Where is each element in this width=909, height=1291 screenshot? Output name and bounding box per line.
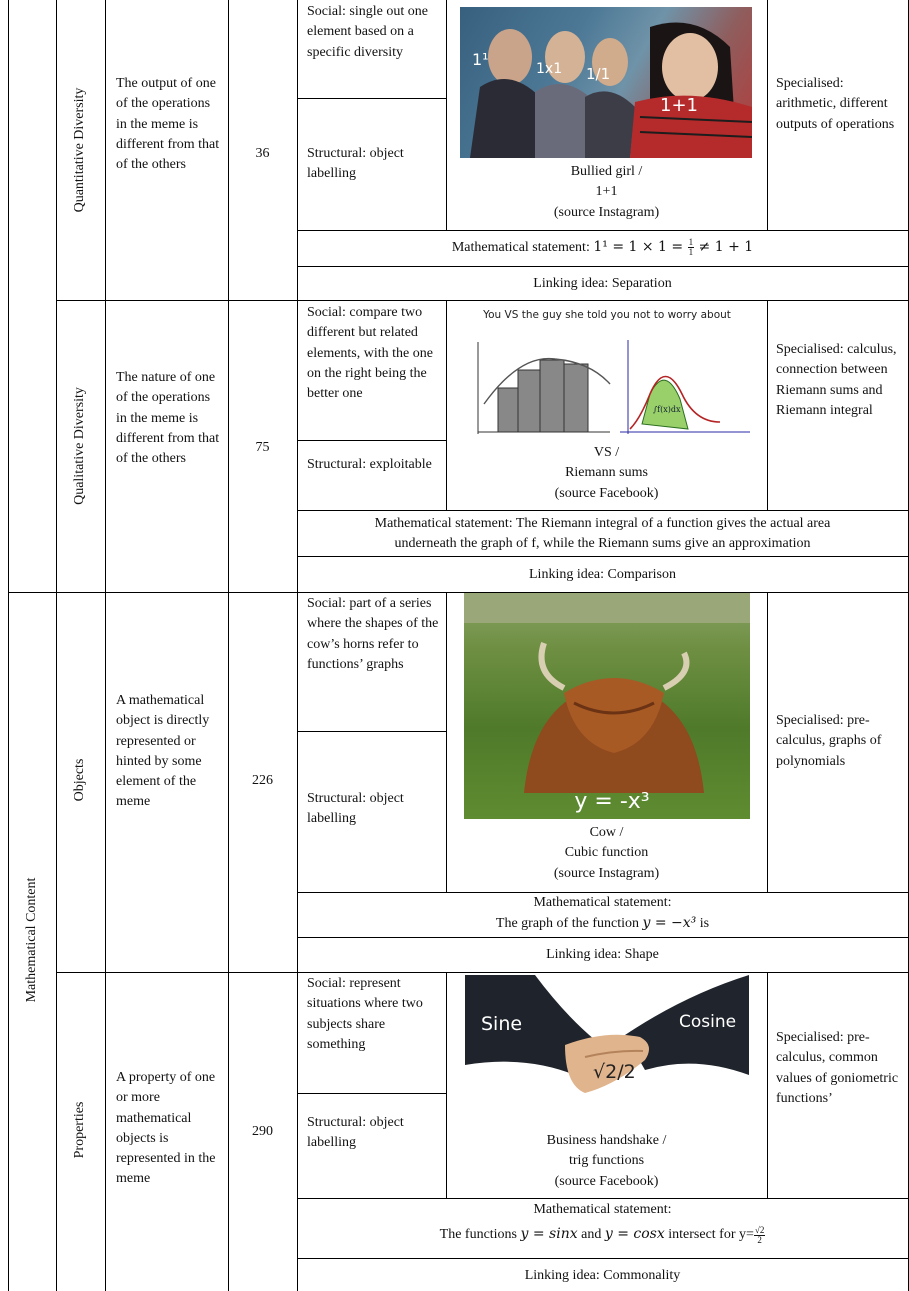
caption-line: Business handshake /	[546, 1133, 667, 1148]
structural-text: Structural: object labelling	[307, 791, 404, 827]
row-count: 290	[252, 1124, 273, 1139]
fraction-numerator: √2	[753, 1224, 766, 1236]
math-statement-suffix: is	[696, 916, 710, 932]
caption-line: trig functions	[568, 1153, 645, 1169]
label-1-power: 1¹	[472, 50, 489, 69]
cow-illustration: y = -x³	[464, 593, 750, 814]
label-1-plus-1: 1+1	[660, 95, 698, 116]
row-type-quantitative: Quantitative Diversity	[71, 87, 87, 213]
label-1x1: 1x1	[536, 61, 562, 77]
caption-line: (source Instagram)	[553, 204, 660, 220]
row-description: A property of one or more mathematical o…	[116, 1070, 216, 1187]
math-statement: Mathematical statement: The graph of the…	[297, 893, 908, 935]
math-expression-tail: ≠ 1 + 1	[694, 239, 754, 255]
linking-idea: Linking idea: Commonality	[524, 1268, 681, 1283]
math-statement: Mathematical statement: The functions y …	[297, 1200, 908, 1246]
caption-line: (source Instagram)	[553, 865, 660, 881]
bullied-girl-illustration: 1¹ 1x1 1/1 1+1	[470, 22, 752, 158]
caption-line: Cubic function	[564, 845, 649, 861]
caption-line: (source Facebook)	[554, 1173, 659, 1189]
image-caption: Cow / Cubic function (source Instagram)	[446, 823, 767, 884]
row-count: 36	[255, 146, 270, 161]
image-title: You VS the guy she told you not to worry…	[482, 309, 731, 321]
structural-text: Structural: exploitable	[307, 457, 432, 472]
math-statement-line: Mathematical statement:	[533, 1202, 672, 1217]
root-label: √2/2	[593, 1061, 636, 1083]
svg-text:∫f(x)dx: ∫f(x)dx	[653, 405, 681, 414]
handshake-illustration: Sine Cosine √2/2	[465, 975, 749, 1093]
image-caption: VS / Riemann sums (source Facebook)	[446, 443, 767, 504]
fraction-denominator: 1	[688, 247, 694, 258]
social-text: Social: single out one element based on …	[307, 4, 428, 60]
cow-equation-label: y = -x³	[574, 789, 649, 814]
math-statement-line: The functions y = sinx and y = cosx inte…	[297, 1224, 908, 1245]
math-expression: y = cosx	[604, 1226, 665, 1243]
meme-image-cow: y = -x³	[464, 593, 750, 819]
social-text: Social: compare two different but relate…	[307, 305, 433, 402]
social-text: Social: part of a series where the shape…	[307, 596, 439, 672]
math-statement-line: underneath the graph of f, while the Rie…	[394, 536, 811, 552]
math-statement-line: Mathematical statement:	[533, 895, 672, 910]
linking-idea: Linking idea: Shape	[546, 947, 659, 962]
row-description: The output of one of the operations in t…	[116, 76, 220, 173]
specialised-text: Specialised: pre-calculus, common values…	[776, 1030, 899, 1106]
meme-image-handshake: Sine Cosine √2/2	[465, 975, 749, 1125]
sine-label: Sine	[481, 1013, 522, 1035]
category-label: Mathematical Content	[23, 877, 39, 1003]
row-type-objects: Objects	[71, 758, 87, 802]
row-description: A mathematical object is directly repres…	[116, 693, 210, 810]
caption-line: VS /	[593, 445, 620, 460]
math-expression: y = −x³	[642, 915, 697, 932]
caption-line: Bullied girl /	[570, 164, 643, 179]
linking-idea: Linking idea: Comparison	[529, 567, 676, 582]
specialised-text: Specialised: calculus, connection betwee…	[776, 342, 897, 418]
specialised-text: Specialised: pre-calculus, graphs of pol…	[776, 713, 882, 769]
structural-text: Structural: object labelling	[307, 146, 404, 182]
fraction-denominator: 2	[757, 1234, 762, 1245]
math-statement-line: Mathematical statement: The Riemann inte…	[374, 516, 831, 531]
math-statement-prefix: The functions	[439, 1227, 521, 1243]
math-expression: y = sinx	[520, 1226, 578, 1243]
math-statement-line: The graph of the function y = −x³ is	[297, 913, 908, 934]
image-caption: Business handshake / trig functions (sou…	[446, 1131, 767, 1192]
social-text: Social: represent situations where two s…	[307, 976, 423, 1052]
math-statement-mid: and	[577, 1227, 605, 1243]
fraction-numerator: 1	[687, 237, 695, 249]
math-expression: 1¹ = 1 × 1 =	[593, 239, 688, 255]
math-statement-suffix: intersect for y=	[664, 1227, 754, 1243]
row-type-properties: Properties	[71, 1101, 87, 1159]
meme-image-riemann: You VS the guy she told you not to worry…	[460, 304, 755, 442]
structural-text: Structural: object labelling	[307, 1115, 404, 1151]
specialised-text: Specialised: arithmetic, different outpu…	[776, 76, 895, 132]
meme-image-bullied-girl: 1¹ 1x1 1/1 1+1	[460, 7, 752, 158]
linking-idea: Linking idea: Separation	[533, 276, 672, 291]
caption-line: (source Facebook)	[554, 485, 659, 501]
row-description: The nature of one of the operations in t…	[116, 370, 220, 467]
image-caption: Bullied girl / 1+1 (source Instagram)	[446, 162, 767, 223]
caption-line: Riemann sums	[565, 465, 648, 481]
label-1-div-1: 1/1	[586, 65, 610, 83]
caption-line: 1+1	[595, 184, 618, 200]
row-count: 226	[252, 773, 273, 788]
math-statement-prefix: The graph of the function	[495, 916, 643, 932]
row-type-qualitative: Qualitative Diversity	[71, 387, 87, 505]
row-count: 75	[255, 440, 270, 455]
caption-line: Cow /	[589, 825, 624, 840]
math-statement-prefix: Mathematical statement:	[451, 240, 594, 255]
riemann-illustration: You VS the guy she told you not to worry…	[477, 309, 750, 434]
cosine-label: Cosine	[679, 1012, 736, 1032]
math-statement: Mathematical statement: The Riemann inte…	[297, 514, 908, 555]
